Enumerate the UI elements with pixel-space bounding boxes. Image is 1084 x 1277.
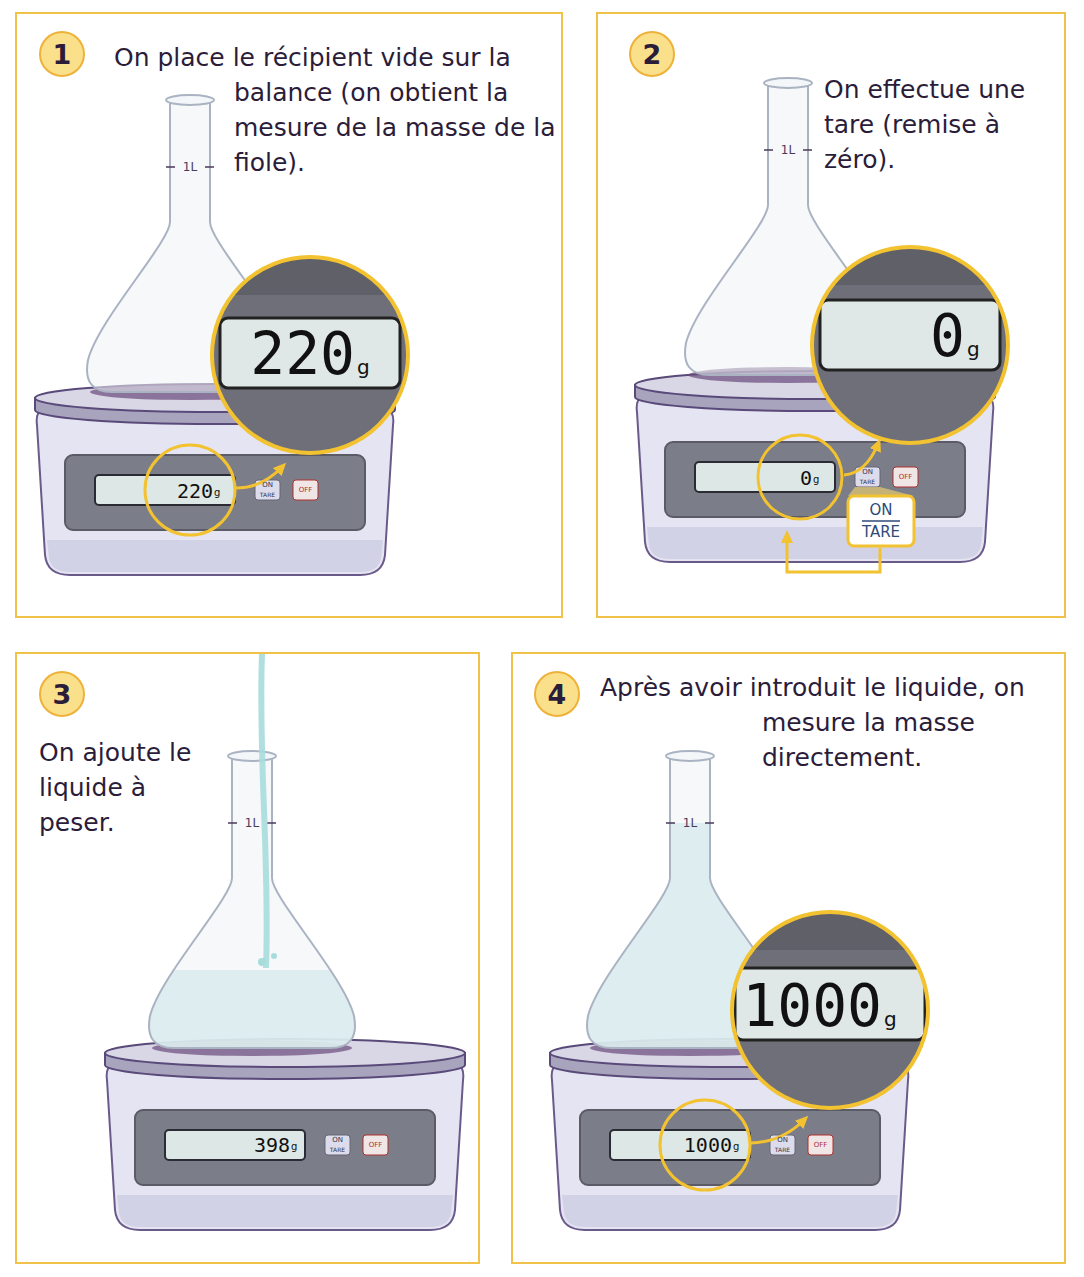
button-label: TARE xyxy=(770,1145,795,1155)
button-label: TARE xyxy=(855,477,880,487)
step-panel: Après avoir introduit le liquide, on mes… xyxy=(511,652,1066,1264)
step-number: 1 xyxy=(53,39,72,70)
step-panel: On place le récipient vide sur la balanc… xyxy=(15,12,563,618)
volume-mark: 1L xyxy=(775,142,801,158)
button-label: TARE xyxy=(255,490,280,500)
button-label-zoom: ON xyxy=(850,500,912,520)
button-label: ON xyxy=(325,1135,350,1145)
display-reading: 398 xyxy=(228,1133,290,1157)
step-description: Après avoir introduit le liquide, on mes… xyxy=(762,670,1052,775)
unit: g xyxy=(884,1004,912,1034)
step-description: On ajoute le liquide à peser. xyxy=(39,735,204,840)
step-number-circle: 4 xyxy=(534,671,580,717)
display-reading: 220 xyxy=(236,323,355,385)
button-label-zoom: TARE xyxy=(850,522,912,542)
display-reading: 1000 xyxy=(736,975,882,1037)
step-number-circle: 3 xyxy=(39,671,85,717)
unit: g xyxy=(357,352,385,382)
step-description: On place le récipient vide sur la balanc… xyxy=(234,40,564,180)
step-number: 2 xyxy=(643,39,662,70)
button-label: OFF xyxy=(363,1135,388,1155)
step-panel: On ajoute le liquide à peser. 3 xyxy=(15,652,480,1264)
step-number-circle: 1 xyxy=(39,31,85,77)
step-number: 4 xyxy=(548,679,567,710)
unit: g xyxy=(291,1138,305,1156)
volume-mark: 1L xyxy=(177,159,203,175)
button-label: TARE xyxy=(325,1145,350,1155)
button-label: OFF xyxy=(893,467,918,487)
unit: g xyxy=(733,1138,747,1156)
display-reading: 220 xyxy=(152,479,213,503)
display-reading: 0 xyxy=(876,305,965,367)
volume-mark: 1L xyxy=(239,815,265,831)
button-label: ON xyxy=(770,1135,795,1145)
step-number: 3 xyxy=(53,679,72,710)
button-label: ON xyxy=(855,467,880,477)
unit: g xyxy=(214,484,228,502)
button-label: ON xyxy=(255,480,280,490)
step-description: On effectue une tare (remise à zéro). xyxy=(824,72,1049,177)
display-reading: 0 xyxy=(770,466,812,490)
unit: g xyxy=(813,471,827,489)
volume-mark: 1L xyxy=(677,815,703,831)
button-label: OFF xyxy=(293,480,318,500)
step-number-circle: 2 xyxy=(629,31,675,77)
unit: g xyxy=(967,334,995,364)
display-reading: 1000 xyxy=(663,1133,732,1157)
step-panel: On effectue une tare (remise à zéro). 2 xyxy=(596,12,1066,618)
button-label: OFF xyxy=(808,1135,833,1155)
